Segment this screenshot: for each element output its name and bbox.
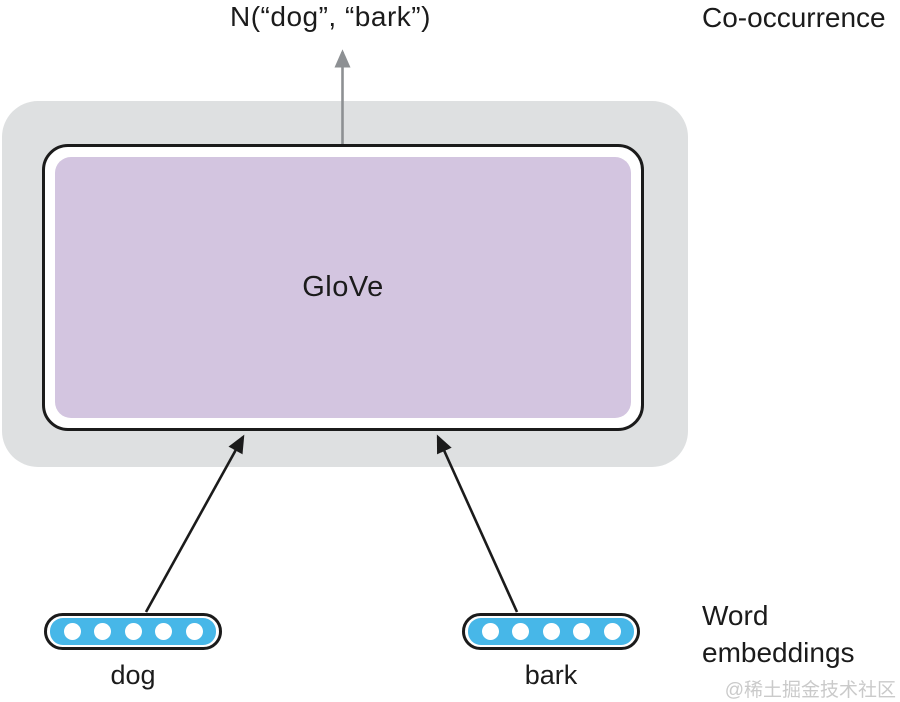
glove-model-box: GloVe (42, 144, 644, 431)
embedding-dot (63, 623, 81, 640)
embedding-dot (481, 623, 499, 640)
embedding-vector-bark (462, 613, 640, 650)
embedding-dot (512, 623, 529, 640)
arrow-bark-to-model (436, 434, 519, 613)
glove-model-label: GloVe (302, 271, 384, 303)
glove-model-fill: GloVe (55, 157, 631, 418)
embedding-vector-dog-fill (50, 618, 216, 645)
word-label-dog: dog (110, 660, 156, 690)
embedding-dot (124, 623, 142, 640)
arrow-dog-to-model (144, 434, 245, 613)
embedding-dot (155, 623, 172, 640)
embedding-dot (542, 623, 560, 640)
word-label-bark: bark (524, 660, 578, 690)
embedding-dot (603, 623, 621, 640)
embedding-dot (573, 623, 590, 640)
embedding-vector-bark-fill (468, 618, 634, 645)
watermark: @稀土掘金技术社区 (724, 680, 896, 701)
cooccurrence-caption: Co-occurrence (702, 2, 886, 33)
embedding-dot (94, 623, 111, 640)
word-embeddings-caption: Word embeddings (702, 600, 855, 668)
embedding-dot (185, 623, 203, 640)
embedding-vector-dog (44, 613, 222, 650)
cooccurrence-count-label: N(“dog”, “bark”) (230, 1, 431, 32)
